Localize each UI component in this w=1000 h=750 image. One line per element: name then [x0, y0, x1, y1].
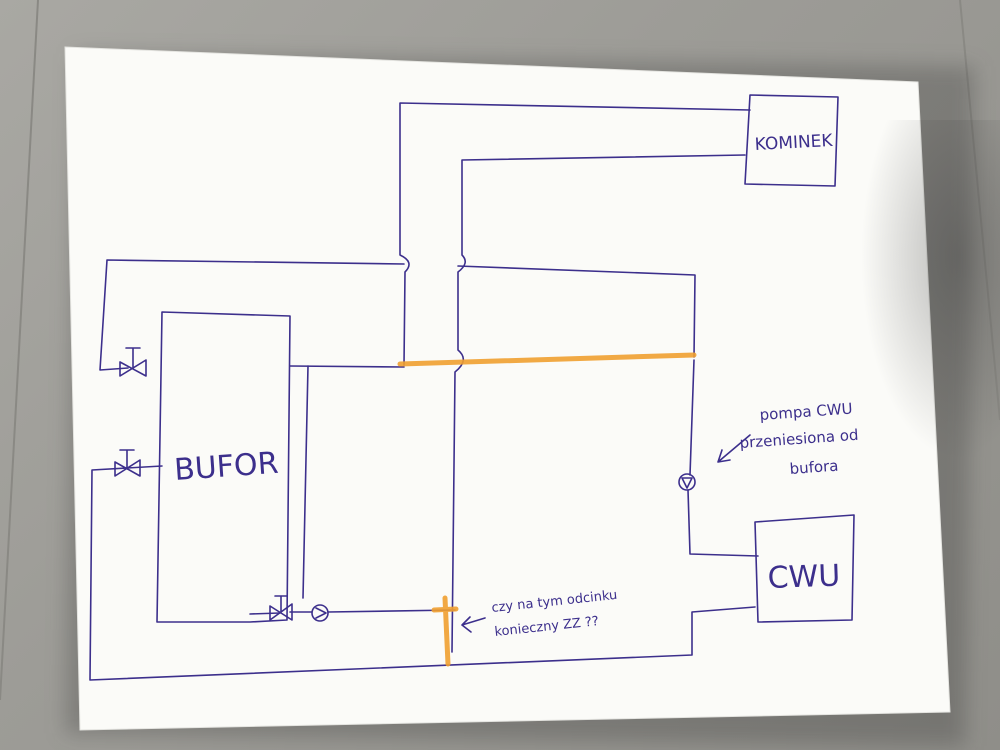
right-riser-bottom: [687, 489, 759, 557]
pump-cwu-icon: [678, 473, 696, 491]
kominek-label: KOMINEK: [754, 131, 834, 155]
return-pipe: [89, 465, 756, 681]
bufor-inner-pipe: [302, 365, 309, 599]
cwu-box: [754, 514, 855, 623]
pump-bottom-arrow-icon: [315, 607, 327, 619]
bottom-pipe-a: [249, 612, 281, 615]
paper-sheet: [64, 46, 951, 731]
valve-bottom-icon: [269, 595, 293, 621]
kominek-box: [744, 94, 839, 187]
inner-flue-pipe: [451, 154, 746, 653]
valve-top-left-icon: [119, 347, 147, 377]
highlighted-pipe-top: [397, 352, 697, 367]
cwu-label: CWU: [767, 558, 841, 596]
top-left-pipe: [99, 259, 405, 371]
right-riser-top: [689, 359, 695, 476]
bufor-label: BUFOR: [173, 446, 279, 488]
valve-left-icon: [114, 449, 141, 477]
note-question-arrow-icon: [461, 616, 486, 633]
pump-bottom-icon: [311, 604, 329, 622]
bufor-outlet-pipe: [289, 365, 405, 368]
highlighter-marks: [397, 352, 697, 667]
note-pump-arrow-icon: [717, 434, 751, 463]
ink-drawing: [89, 94, 855, 681]
outer-flue-pipe: [399, 102, 751, 366]
highlighted-cross-bottom: [431, 606, 459, 613]
top-right-pipe: [457, 265, 696, 358]
note-pump-line3: bufora: [789, 457, 839, 478]
pump-cwu-arrow-icon: [681, 477, 693, 489]
bufor-tank: [156, 311, 291, 623]
